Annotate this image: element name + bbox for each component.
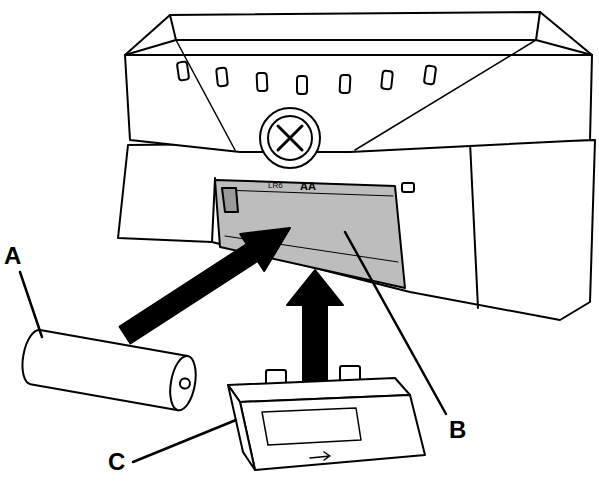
battery-type-marking: LR6 [268, 182, 283, 190]
leader-lines [20, 232, 446, 462]
indicator-leds-part [297, 76, 307, 94]
part-letter: C [108, 450, 125, 474]
battery-cover-part [262, 408, 361, 445]
center-dial-part [260, 108, 320, 168]
device-body-part [176, 40, 536, 150]
center-dial [260, 108, 320, 168]
battery-cover [228, 366, 425, 470]
aa-battery-part [19, 328, 188, 410]
center-dial-part [268, 116, 312, 160]
device-body-part [212, 178, 215, 242]
part-letter: B [449, 418, 466, 442]
battery-size-marking: AA [300, 181, 316, 192]
battery-cover-part [228, 385, 255, 470]
device-body-part [170, 12, 540, 40]
battery-compartment-part [222, 188, 238, 212]
aa-battery-part [179, 378, 191, 390]
indicator-leds-part [177, 61, 189, 80]
indicator-leds [177, 61, 436, 94]
device-body-part [470, 142, 478, 308]
device-body-part [402, 183, 414, 192]
indicator-leds-part [216, 68, 228, 87]
insert-battery-arrow-part [120, 228, 290, 343]
indicator-leds-part [257, 73, 268, 91]
attach-cover-arrow [287, 270, 343, 385]
device-body-part [125, 40, 592, 55]
aa-battery-part [166, 354, 199, 412]
device-body [118, 12, 595, 320]
insert-battery-arrow [120, 228, 290, 343]
battery-cover-part [310, 452, 330, 460]
indicator-leds-part [381, 71, 393, 90]
indicator-leds-part [424, 65, 436, 84]
leader-lines-part [133, 420, 236, 462]
part-letter: A [4, 244, 21, 268]
attach-cover-arrow-part [287, 270, 343, 385]
center-dial-part [278, 126, 302, 150]
aa-battery [19, 328, 200, 412]
leader-lines-part [20, 272, 42, 337]
leader-lines-part [345, 232, 446, 414]
indicator-leds-part [340, 75, 351, 93]
device-body-part [125, 55, 592, 152]
battery-cover-part [240, 395, 425, 470]
